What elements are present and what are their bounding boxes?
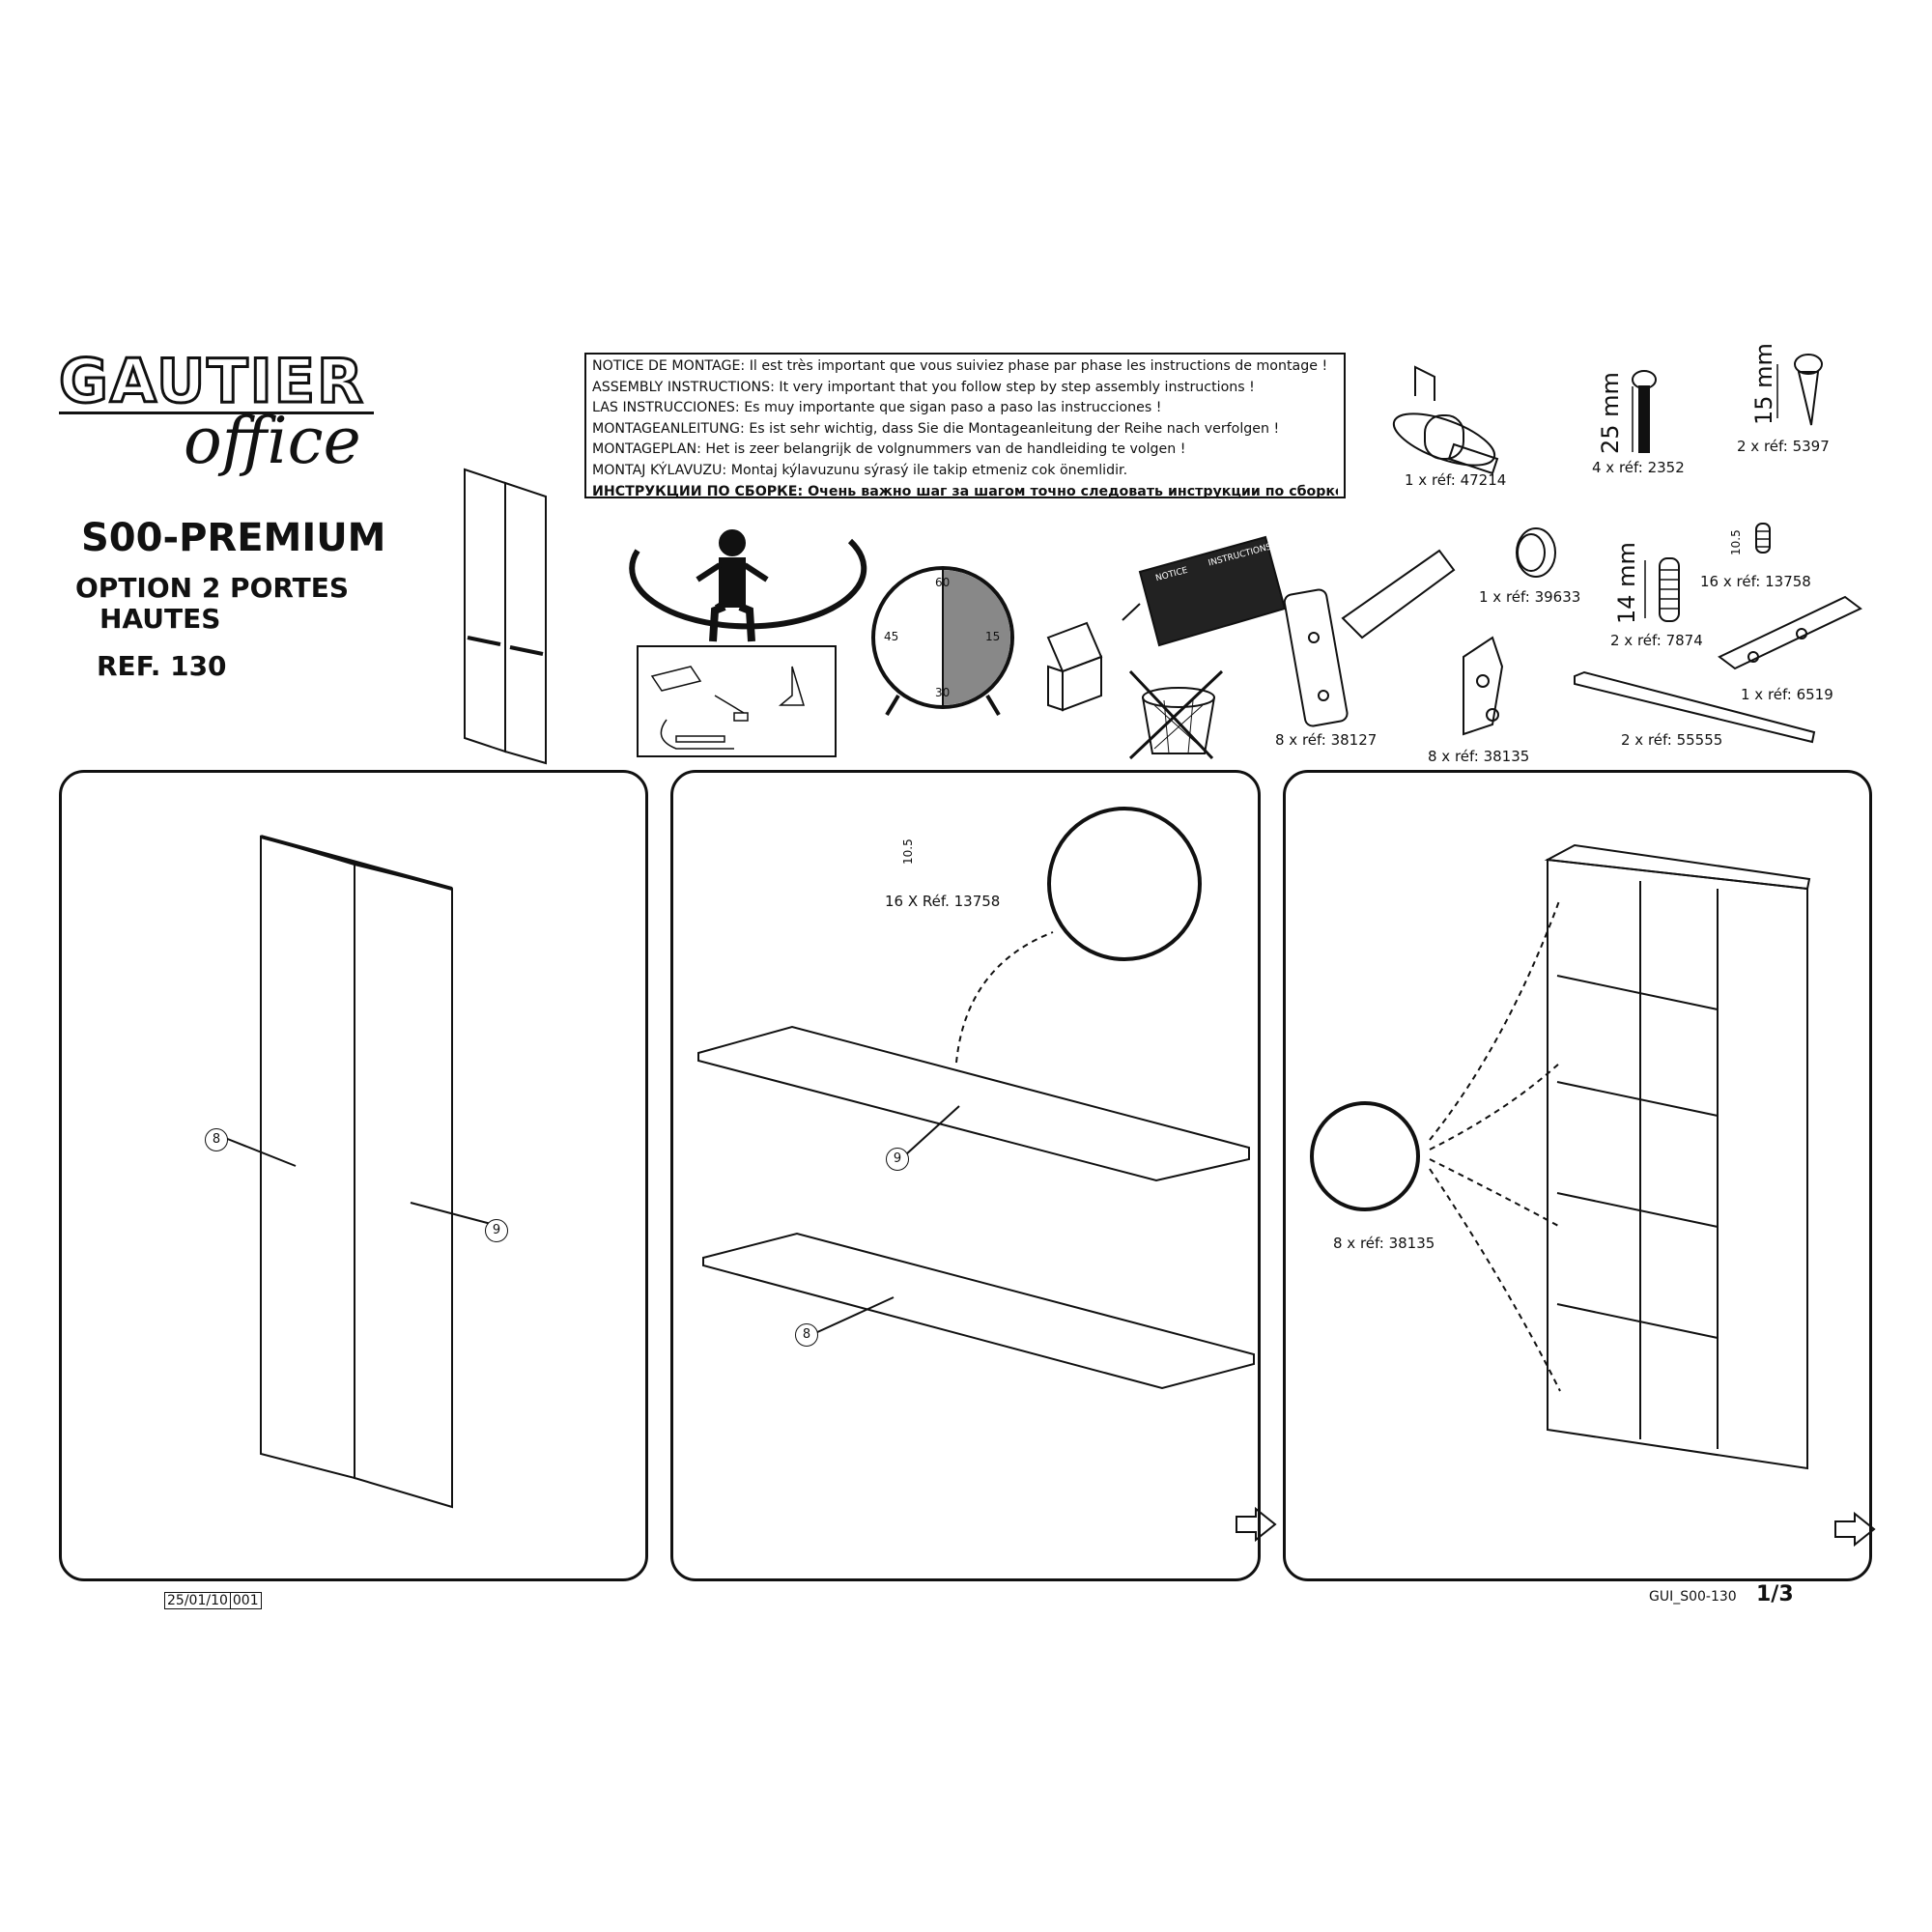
part-47214: 1 x réf: 47214	[1405, 471, 1507, 489]
dim-10-5: 10.5	[1729, 529, 1743, 555]
doors-preview-icon	[464, 468, 547, 765]
notice-es: LAS INSTRUCCIONES: Es muy importante que…	[592, 400, 1162, 416]
clock-45: 45	[884, 630, 899, 643]
footer-revision: 001	[229, 1593, 261, 1608]
notice-en: ASSEMBLY INSTRUCTIONS: It very important…	[592, 379, 1255, 395]
part-39633: 1 x réf: 39633	[1479, 588, 1581, 606]
notice-nl: MONTAGEPLAN: Het is zeer belangrijk de v…	[592, 441, 1186, 458]
callout-9: 9	[485, 1219, 508, 1242]
dowel-screw-icon	[1644, 557, 1680, 622]
product-ref: REF. 130	[97, 650, 227, 682]
assembly-notice: NOTICE DE MONTAGE: Il est très important…	[584, 353, 1346, 499]
part-6519: 1 x réf: 6519	[1741, 686, 1833, 703]
product-option: OPTION 2 PORTES	[75, 572, 350, 604]
callout-9: 9	[886, 1148, 909, 1171]
step3-cabinet	[1310, 843, 1876, 1548]
clock-15: 15	[985, 630, 1001, 643]
part-55555: 2 x réf: 55555	[1621, 731, 1723, 749]
step-2-panel: 16 X Réf. 13758 10.5 9 8	[670, 770, 1261, 1581]
wood-screw-icon	[1776, 354, 1823, 426]
lock-icon	[1392, 365, 1499, 475]
logo-divider	[59, 412, 374, 414]
dim-25mm: 25 mm	[1597, 372, 1624, 454]
brand-sub: office	[184, 404, 361, 478]
part-38135: 8 x réf: 38135	[1428, 748, 1530, 765]
tools-icon	[637, 645, 837, 757]
notice-tr: MONTAJ KÝLAVUZU: Montaj kýlavuzunu sýras…	[592, 462, 1128, 478]
part-5397: 2 x réf: 5397	[1737, 438, 1830, 455]
tools-sketch-icon	[650, 666, 806, 750]
part-7874: 2 x réf: 7874	[1610, 632, 1703, 649]
dim-14mm: 14 mm	[1613, 542, 1640, 624]
step-3-panel: 8 x réf: 38135	[1283, 770, 1872, 1581]
footer-code: GUI_S00-130	[1649, 1589, 1737, 1605]
step2-dim: 10.5	[901, 838, 915, 865]
step-1-panel: 8 9	[59, 770, 648, 1581]
page-number: 1/3	[1756, 1582, 1794, 1606]
callout-8: 8	[795, 1323, 818, 1347]
plate-icon	[1718, 595, 1862, 670]
step2-part-label: 16 X Réf. 13758	[885, 893, 1001, 910]
batten-icon	[1574, 670, 1816, 744]
callout-8: 8	[205, 1128, 228, 1151]
part-13758: 16 x réf: 13758	[1700, 573, 1811, 590]
notice-de: MONTAGEANLEITUNG: Es ist sehr wichtig, d…	[592, 420, 1280, 437]
clock-30: 30	[935, 686, 951, 699]
hinge-icon	[1283, 549, 1456, 727]
dim-15mm: 15 mm	[1750, 343, 1777, 425]
notice-fr: NOTICE DE MONTAGE: Il est très important…	[592, 358, 1328, 374]
product-title: S00-PREMIUM	[81, 516, 386, 560]
packaging-icon	[1046, 603, 1141, 712]
step3-part-label: 8 x réf: 38135	[1333, 1235, 1435, 1252]
step1-doors	[224, 835, 496, 1509]
hinge-plate-icon	[1463, 636, 1504, 736]
footer-date-box: 25/01/10 001	[164, 1592, 262, 1609]
brand-logo: GAUTIER	[58, 345, 365, 418]
ring-icon	[1516, 527, 1556, 578]
step2-shelves	[697, 807, 1277, 1543]
footer-date: 25/01/10	[167, 1593, 228, 1608]
notice-ru: ИНСТРУКЦИИ ПО СБОРКЕ: Очень важно шаг за…	[592, 483, 1338, 499]
clock-60: 60	[935, 576, 951, 589]
two-person-icon	[629, 529, 867, 642]
cam-screw-icon	[1755, 523, 1771, 554]
part-38127: 8 x réf: 38127	[1275, 731, 1378, 749]
clock-icon	[871, 566, 1014, 717]
product-option-2: HAUTES	[99, 603, 221, 635]
bolt-icon	[1632, 370, 1657, 453]
part-2352: 4 x réf: 2352	[1592, 459, 1685, 476]
waste-basket-icon	[1128, 669, 1224, 760]
